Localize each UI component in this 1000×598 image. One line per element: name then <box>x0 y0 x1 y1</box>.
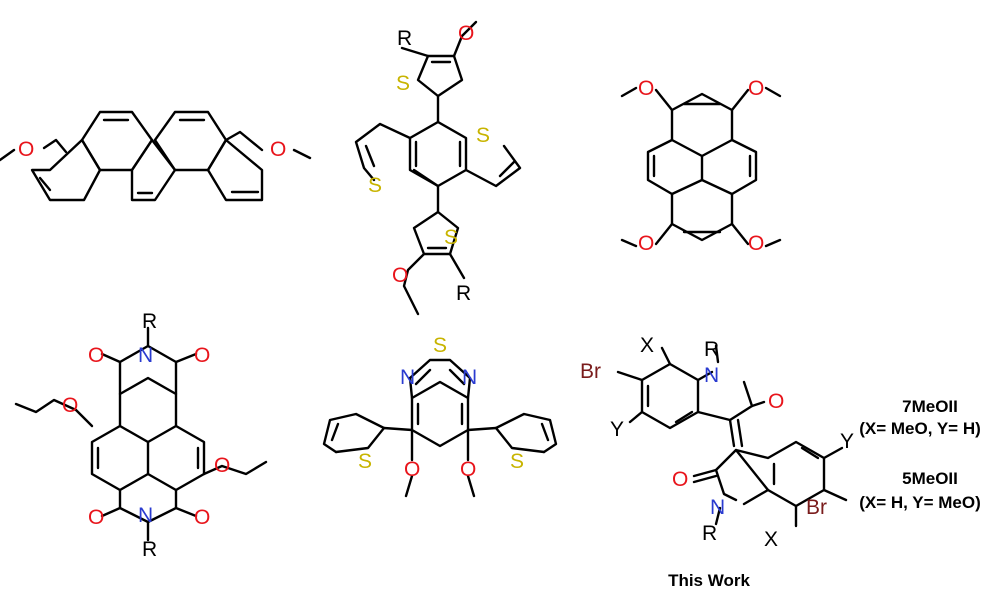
atom-o: O <box>638 232 654 255</box>
atom-n: N <box>704 364 719 387</box>
benzothiadiazole-structure: S N N S S O O <box>322 334 558 498</box>
atom-s: S <box>433 334 447 357</box>
atom-s: S <box>368 174 382 197</box>
atom-r: R <box>456 282 471 305</box>
methoxy-picene-structure: O O <box>0 110 312 202</box>
atom-o: O <box>18 138 34 161</box>
this-work-label: This Work <box>668 571 750 590</box>
atom-n: N <box>138 504 153 527</box>
atom-o: O <box>392 264 408 287</box>
atom-s: S <box>444 226 458 249</box>
atom-o: O <box>88 506 104 529</box>
atom-s: S <box>476 124 490 147</box>
benzodithiophene-structure: R O S S S S O R <box>354 20 522 316</box>
atom-n: N <box>400 366 415 389</box>
atom-r: R <box>142 538 157 561</box>
compound-b-subtitle: (X= H, Y= MeO) <box>859 493 981 512</box>
atom-o: O <box>194 506 210 529</box>
atom-o: O <box>672 468 688 491</box>
compound-b-label: 5MeOII <box>902 469 958 488</box>
atom-o: O <box>88 344 104 367</box>
atom-n: N <box>462 366 477 389</box>
atom-x: X <box>640 334 654 357</box>
naphthalene-diimide-structure: R N O O O O O O N R <box>14 310 268 561</box>
compound-a-subtitle: (X= MeO, Y= H) <box>859 419 981 438</box>
atom-r: R <box>142 310 157 333</box>
atom-y: Y <box>840 430 854 453</box>
atom-o: O <box>748 77 764 100</box>
atom-br: Br <box>806 496 827 519</box>
atom-n: N <box>138 344 153 367</box>
atom-s: S <box>510 450 524 473</box>
atom-r: R <box>397 27 412 50</box>
atom-s: S <box>396 72 410 95</box>
atom-s: S <box>358 450 372 473</box>
atom-o: O <box>458 22 474 45</box>
isoindigo-structure: X R Br N O Y Y O N Br R X <box>580 334 854 551</box>
atom-r: R <box>704 338 719 361</box>
atom-o: O <box>748 232 764 255</box>
atom-o: O <box>270 138 286 161</box>
atom-r: R <box>702 522 717 545</box>
atom-x: X <box>764 528 778 551</box>
atom-o: O <box>194 344 210 367</box>
atom-n: N <box>710 496 725 519</box>
atom-o: O <box>62 394 78 417</box>
atom-o: O <box>460 458 476 481</box>
atom-o: O <box>638 77 654 100</box>
atom-o: O <box>214 454 230 477</box>
atom-y: Y <box>610 418 624 441</box>
atom-br: Br <box>580 360 601 383</box>
tetramethoxy-pyrene-structure: O O O O <box>620 77 782 255</box>
atom-o: O <box>404 458 420 481</box>
compound-a-label: 7MeOII <box>902 397 958 416</box>
atom-o: O <box>768 390 784 413</box>
